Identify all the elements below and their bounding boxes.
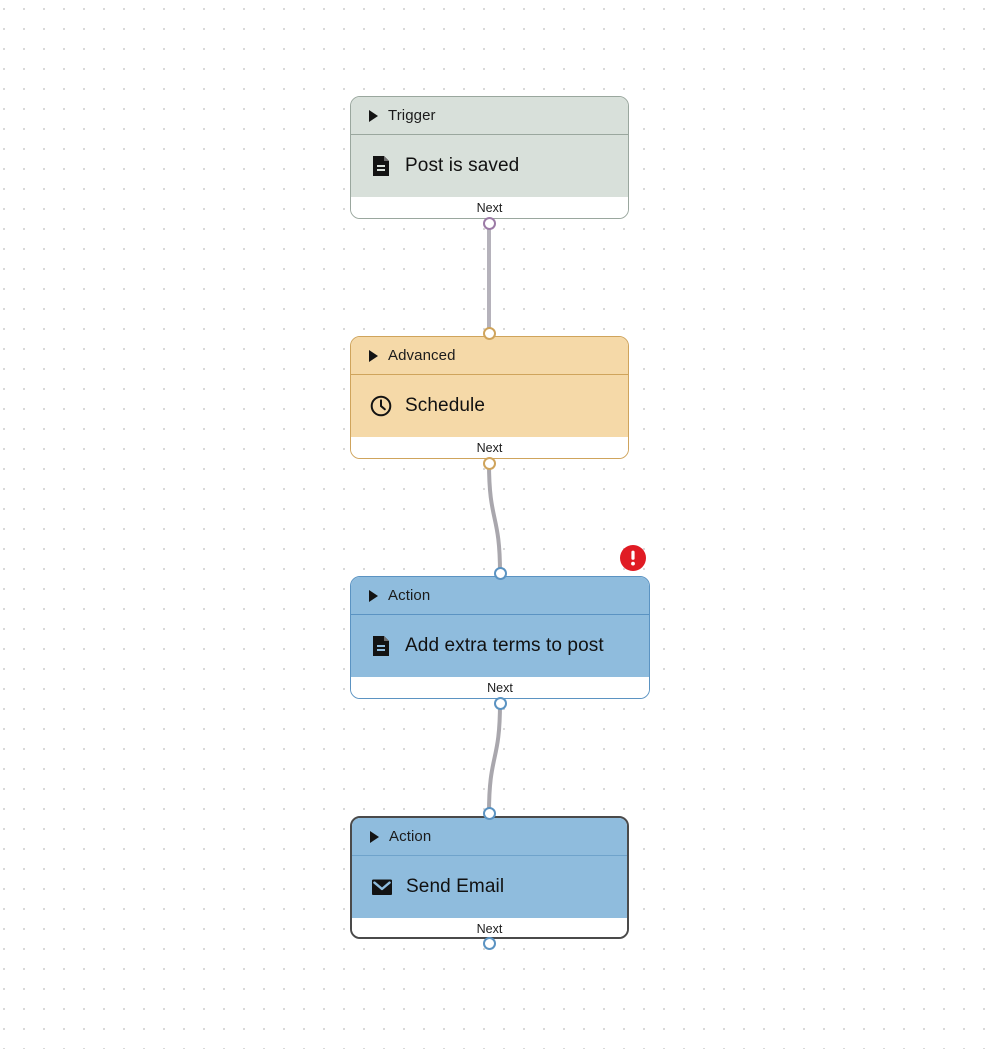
exclamation-icon [631, 550, 635, 566]
node-header-label: Action [389, 828, 432, 845]
node-header-label: Advanced [388, 347, 456, 364]
handle-advanced-target[interactable] [482, 326, 496, 340]
node-header-label: Action [388, 587, 431, 604]
node-action-send-email[interactable]: Action Send Email Next [350, 816, 629, 939]
handle-trigger-source[interactable] [482, 216, 496, 230]
node-header-trigger[interactable]: Trigger [351, 97, 628, 135]
handle-advanced-source[interactable] [482, 456, 496, 470]
clock-icon [370, 395, 392, 417]
node-footer-next[interactable]: Next [352, 918, 627, 937]
handle-action-terms-source[interactable] [493, 696, 507, 710]
node-trigger-post-is-saved[interactable]: Trigger Post is saved Next [350, 96, 629, 219]
node-footer-label: Next [476, 441, 503, 455]
node-header-action[interactable]: Action [351, 577, 649, 615]
handle-action-terms-target[interactable] [493, 566, 507, 580]
node-body-label: Schedule [405, 395, 486, 416]
chevron-right-icon[interactable] [369, 589, 378, 602]
node-footer-label: Next [476, 922, 503, 936]
node-body-label: Post is saved [405, 155, 520, 176]
node-body-action[interactable]: Send Email [352, 856, 627, 918]
node-header-action[interactable]: Action [352, 818, 627, 856]
node-body-label: Add extra terms to post [405, 635, 604, 656]
handle-action-email-source[interactable] [482, 936, 496, 950]
node-footer-label: Next [487, 681, 513, 695]
node-footer-next[interactable]: Next [351, 677, 649, 698]
chevron-right-icon[interactable] [370, 830, 379, 843]
node-body-action[interactable]: Add extra terms to post [351, 615, 649, 677]
node-action-add-extra-terms[interactable]: Action Add extra terms to post Next [350, 576, 650, 699]
edge-advanced-to-action-terms[interactable] [487, 461, 502, 575]
chevron-right-icon[interactable] [369, 349, 378, 362]
error-badge[interactable] [620, 545, 646, 571]
handle-action-email-target[interactable] [482, 806, 496, 820]
node-footer-next[interactable]: Next [351, 197, 628, 218]
node-body-trigger[interactable]: Post is saved [351, 135, 628, 197]
envelope-icon [372, 879, 392, 895]
node-header-advanced[interactable]: Advanced [351, 337, 628, 375]
node-header-label: Trigger [388, 107, 436, 124]
node-footer-next[interactable]: Next [351, 437, 628, 458]
node-body-advanced[interactable]: Schedule [351, 375, 628, 437]
node-advanced-schedule[interactable]: Advanced Schedule Next [350, 336, 629, 459]
node-footer-label: Next [476, 201, 503, 215]
document-icon [373, 636, 389, 656]
edge-action-terms-to-email[interactable] [487, 701, 502, 815]
chevron-right-icon[interactable] [369, 109, 378, 122]
node-body-label: Send Email [406, 876, 505, 897]
document-icon [373, 156, 389, 176]
